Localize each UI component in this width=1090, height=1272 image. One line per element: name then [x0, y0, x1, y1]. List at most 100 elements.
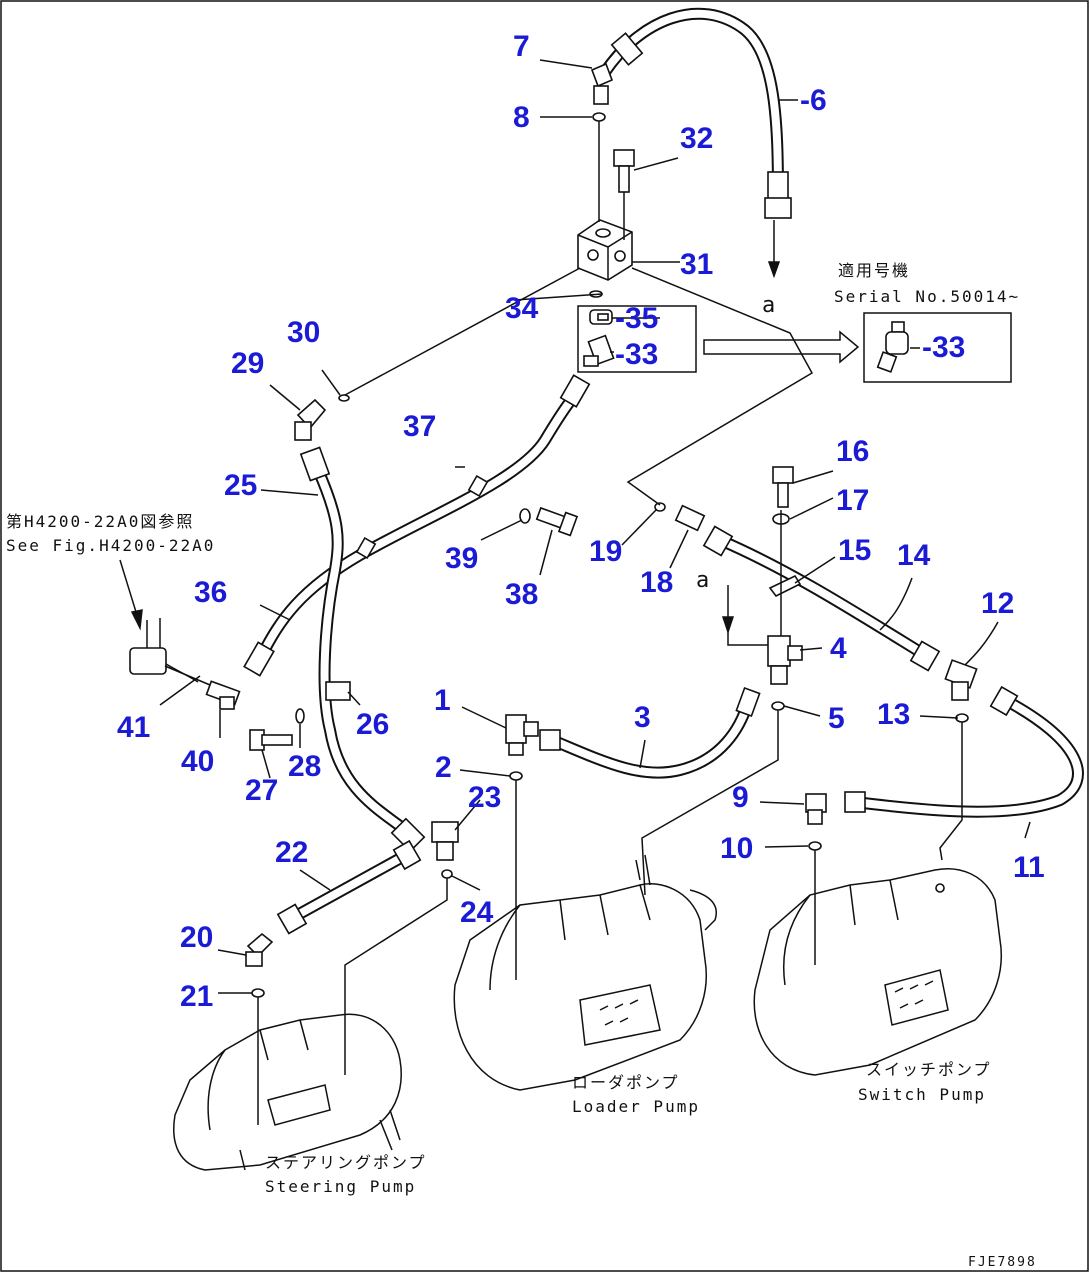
fitting-23 [431, 821, 459, 861]
callout-12: 12 [981, 587, 1014, 620]
callout-13: 13 [877, 698, 910, 731]
callout-2: 2 [435, 751, 452, 784]
hose-6 [600, 7, 792, 219]
callout-34: 34 [505, 292, 539, 325]
leader-lines [159, 59, 1031, 1125]
oring-21 [251, 988, 265, 998]
bolt-32 [613, 149, 635, 193]
washer-28 [295, 708, 305, 724]
callout-37: 37 [403, 410, 436, 443]
callout-19: 19 [589, 535, 622, 568]
loader-pump-caption-en: Loader Pump [572, 1097, 700, 1116]
callout-7: 7 [513, 30, 530, 63]
callout-39: 39 [445, 542, 478, 575]
callout-23: 23 [468, 781, 501, 814]
steering-pump-caption-en: Steering Pump [265, 1177, 416, 1196]
callout-14: 14 [897, 539, 931, 572]
fitting-9 [805, 793, 827, 825]
steering-pump-caption-jp: ステアリングポンプ [265, 1153, 427, 1172]
fitting-29 [294, 398, 327, 441]
oring-30 [338, 394, 350, 402]
fitting-1 [505, 714, 539, 756]
fitting-33-inset-right [876, 321, 909, 373]
callout-6: -6 [800, 84, 827, 117]
callout-35: -35 [615, 302, 658, 335]
hose-36 [243, 374, 591, 677]
callout-33-left: -33 [615, 338, 658, 371]
washer-39 [519, 508, 531, 524]
hose-3 [539, 686, 761, 779]
hose-22 [276, 839, 422, 935]
callout-28: 28 [288, 750, 321, 783]
callout-26: 26 [356, 708, 389, 741]
fitting-4 [767, 635, 803, 685]
see-fig-caption-jp: 第H4200-22A0図参照 [6, 512, 194, 531]
steering-pump [173, 1013, 402, 1171]
callout-40: 40 [181, 745, 214, 778]
oring-24 [441, 869, 453, 879]
inset-box-right [863, 312, 1012, 383]
callout-11: 11 [1013, 851, 1045, 884]
bolt-16 [772, 466, 794, 508]
oring-8 [592, 112, 606, 122]
callout-15: 15 [838, 534, 871, 567]
serial-caption-jp: 適用号機 [838, 261, 910, 280]
view-label-a-mid: a [696, 568, 711, 593]
oring-2 [509, 771, 523, 781]
view-arrow-top [767, 220, 781, 279]
fitting-7 [590, 62, 614, 105]
clamp-37 [355, 474, 489, 560]
callout-27: 27 [245, 774, 278, 807]
callout-20: 20 [180, 921, 213, 954]
callout-29: 29 [231, 347, 264, 380]
hollow-arrow [703, 330, 860, 364]
clamp-26 [325, 681, 351, 701]
switch-pump [753, 868, 1002, 1076]
switch-pump-caption-en: Switch Pump [858, 1085, 986, 1104]
callout-21: 21 [180, 980, 213, 1013]
fitting-20 [245, 932, 274, 967]
callout-3: 3 [634, 701, 651, 734]
callout-8: 8 [513, 101, 530, 134]
loader-pump [453, 854, 717, 1091]
fitting-35 [589, 309, 613, 325]
loader-pump-caption-jp: ローダポンプ [572, 1073, 680, 1092]
callout-25: 25 [224, 469, 257, 502]
bolt-38 [535, 506, 579, 537]
bolt-27 [249, 729, 293, 751]
fitting-41 [129, 618, 199, 683]
callout-22: 22 [275, 836, 308, 869]
fitting-12 [944, 659, 978, 701]
callout-4: 4 [830, 632, 847, 665]
callout-17: 17 [836, 484, 869, 517]
callout-24: 24 [460, 896, 494, 929]
serial-caption-en: Serial No.50014~ [834, 287, 1020, 306]
view-label-a-top: a [762, 293, 777, 318]
callout-16: 16 [836, 435, 869, 468]
fitting-33-inset-left [583, 334, 615, 367]
callout-10: 10 [720, 832, 753, 865]
inset-box-left [577, 305, 697, 373]
oring-5 [771, 701, 785, 711]
callout-5: 5 [828, 702, 845, 735]
callout-32: 32 [680, 122, 713, 155]
callout-36: 36 [194, 576, 227, 609]
callout-9: 9 [732, 781, 749, 814]
clamp-15 [768, 574, 802, 598]
callout-30: 30 [287, 316, 320, 349]
callout-41: 41 [117, 711, 150, 744]
callout-18: 18 [640, 566, 673, 599]
see-fig-arrow [119, 559, 143, 631]
hose-11 [844, 685, 1084, 818]
see-fig-caption-en: See Fig.H4200-22A0 [6, 536, 215, 555]
oring-19 [654, 502, 666, 512]
fitting-40 [205, 680, 241, 710]
switch-pump-caption-jp: スイッチポンプ [866, 1060, 992, 1079]
block-31 [577, 219, 633, 281]
view-arrow-mid [721, 585, 768, 646]
callout-38: 38 [505, 578, 538, 611]
hose-25 [299, 446, 426, 853]
